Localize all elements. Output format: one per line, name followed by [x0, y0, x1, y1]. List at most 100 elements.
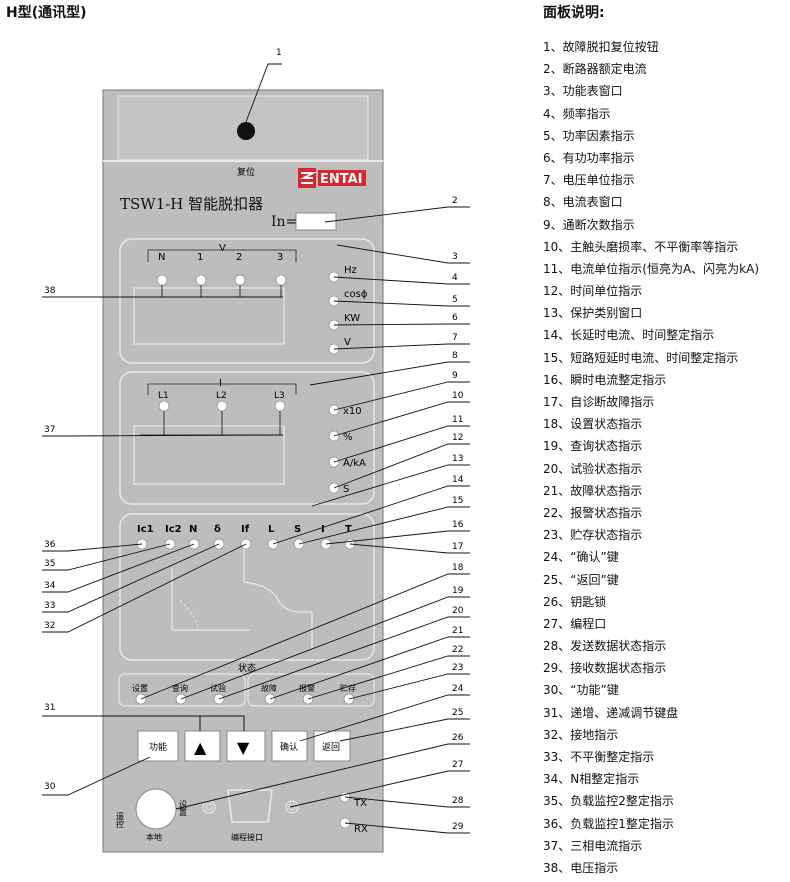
callout-leader: [333, 381, 470, 411]
current-phase-led: [158, 400, 170, 412]
legend-item: 21、故障状态指示: [543, 483, 643, 498]
status-text: 故障: [261, 683, 277, 693]
legend-item: 13、保护类别窗口: [543, 306, 643, 321]
callout-number: 28: [452, 796, 464, 806]
voltage-unit-label: Hz: [344, 265, 357, 276]
legend-item: 5、功率因素指示: [543, 128, 635, 143]
callout-leader: [309, 361, 470, 386]
callout-number: 24: [452, 684, 464, 694]
reset-button[interactable]: [237, 122, 255, 140]
callout-number: 4: [452, 273, 458, 283]
callout-leader: [42, 543, 171, 571]
callout-leader: [180, 596, 470, 700]
key-lock[interactable]: [135, 788, 177, 830]
callout-number: 8: [452, 351, 458, 361]
voltage-phase-led: [275, 274, 287, 286]
status-text: 报警: [299, 683, 315, 693]
callout-leader: [325, 530, 470, 545]
function-key[interactable]: [137, 730, 179, 762]
callout-leader: [269, 636, 470, 700]
page-title: H型(通讯型): [6, 5, 87, 21]
legend-item: 37、三相电流指示: [543, 838, 643, 853]
callout-leader: [333, 443, 470, 489]
legend-item: 9、通断次数指示: [543, 217, 635, 232]
voltage-phase-label: 1: [197, 252, 203, 263]
confirm-key-label: 确认: [280, 741, 298, 753]
callout-leader: [42, 543, 220, 613]
status-text: 试验: [210, 683, 226, 693]
callout-number: 18: [452, 563, 464, 573]
legend-item: 35、负载监控2整定指示: [543, 794, 674, 809]
status-text: 贮存: [340, 683, 356, 693]
callout-number: 6: [452, 313, 458, 323]
callout-leader: [333, 276, 470, 285]
protection-group: [119, 513, 375, 661]
legend-item: 12、时间单位指示: [543, 284, 643, 299]
down-key[interactable]: [226, 730, 266, 762]
current-phase-led: [274, 400, 286, 412]
callout-number: 34: [44, 581, 56, 591]
callout-number: 25: [452, 708, 463, 718]
callout-number: 2: [452, 196, 458, 206]
callout-number: 1: [276, 48, 282, 58]
callout-leader: [333, 323, 470, 326]
legend-item: 1、故障脱扣复位按钮: [543, 40, 659, 54]
voltage-unit-label: cosϕ: [344, 289, 368, 300]
legend-item: 6、有功功率指示: [543, 150, 635, 165]
callout-leader: [344, 822, 470, 834]
status-label: 状态: [238, 662, 256, 674]
function-key-label: 功能: [149, 741, 167, 753]
reset-label: 复位: [237, 166, 255, 178]
legend-item: 32、接地指示: [543, 727, 619, 742]
legend-item: 22、报警状态指示: [543, 505, 643, 520]
status-text: 查询: [172, 683, 188, 693]
callout-leader: [42, 756, 151, 796]
current-unit-label: S: [343, 484, 349, 495]
callout-number: 17: [452, 542, 463, 552]
legend-item: 11、电流单位指示(恒亮为A、闪亮为kA): [543, 261, 760, 276]
legend-item: 27、编程口: [543, 616, 607, 631]
legend-item: 8、电流表窗口: [543, 195, 623, 210]
back-key[interactable]: [313, 730, 351, 762]
protection-label: S: [294, 524, 301, 535]
callout-leader: [344, 796, 470, 808]
current-unit-label: x10: [343, 406, 362, 417]
callout-number: 10: [452, 391, 464, 401]
callout-number: 15: [452, 496, 463, 506]
legend-item: 7、电压单位指示: [543, 173, 635, 188]
rx-label: RX: [354, 824, 368, 835]
voltage-group: [119, 238, 375, 364]
current-phase-label: L1: [158, 391, 169, 401]
current-unit-label: %: [343, 432, 353, 443]
protection-label: Ic2: [165, 524, 182, 535]
legend-item: 29、接收数据状态指示: [543, 661, 667, 676]
callout-leader: [333, 343, 470, 350]
brand-text: ENTAI: [320, 172, 363, 187]
voltage-display: [133, 287, 285, 345]
callout-number: 13: [452, 454, 463, 464]
callout-number: 37: [44, 425, 55, 435]
legend-item: 18、设置状态指示: [543, 417, 643, 432]
current-unit-label: A/kA: [343, 458, 366, 469]
up-key[interactable]: [184, 730, 221, 762]
legend-item: 4、频率指示: [543, 106, 611, 121]
confirm-key[interactable]: [271, 730, 308, 762]
callout-leader: [298, 506, 470, 545]
callout-leader: [299, 694, 470, 742]
up-key-label: ▲: [194, 738, 207, 757]
callout-leader: [175, 743, 470, 810]
legend-item: 30、“功能”键: [543, 683, 619, 698]
legend-item: 38、电压指示: [543, 860, 619, 875]
callout-number: 11: [452, 415, 463, 425]
legend-item: 17、自诊断故障指示: [543, 395, 655, 409]
callout-leader: [289, 770, 470, 808]
voltage-phase-led: [156, 274, 168, 286]
callout-leader: [140, 573, 470, 700]
current-phase-label: L3: [274, 391, 285, 401]
legend-item: 2、断路器额定电流: [543, 62, 647, 77]
callout-leader: [42, 543, 143, 552]
legend-item: 16、瞬时电流整定指示: [543, 372, 667, 387]
callout-leader: [311, 464, 470, 507]
status-group-right: [247, 673, 375, 707]
legend-item: 24、“确认”键: [543, 550, 619, 565]
